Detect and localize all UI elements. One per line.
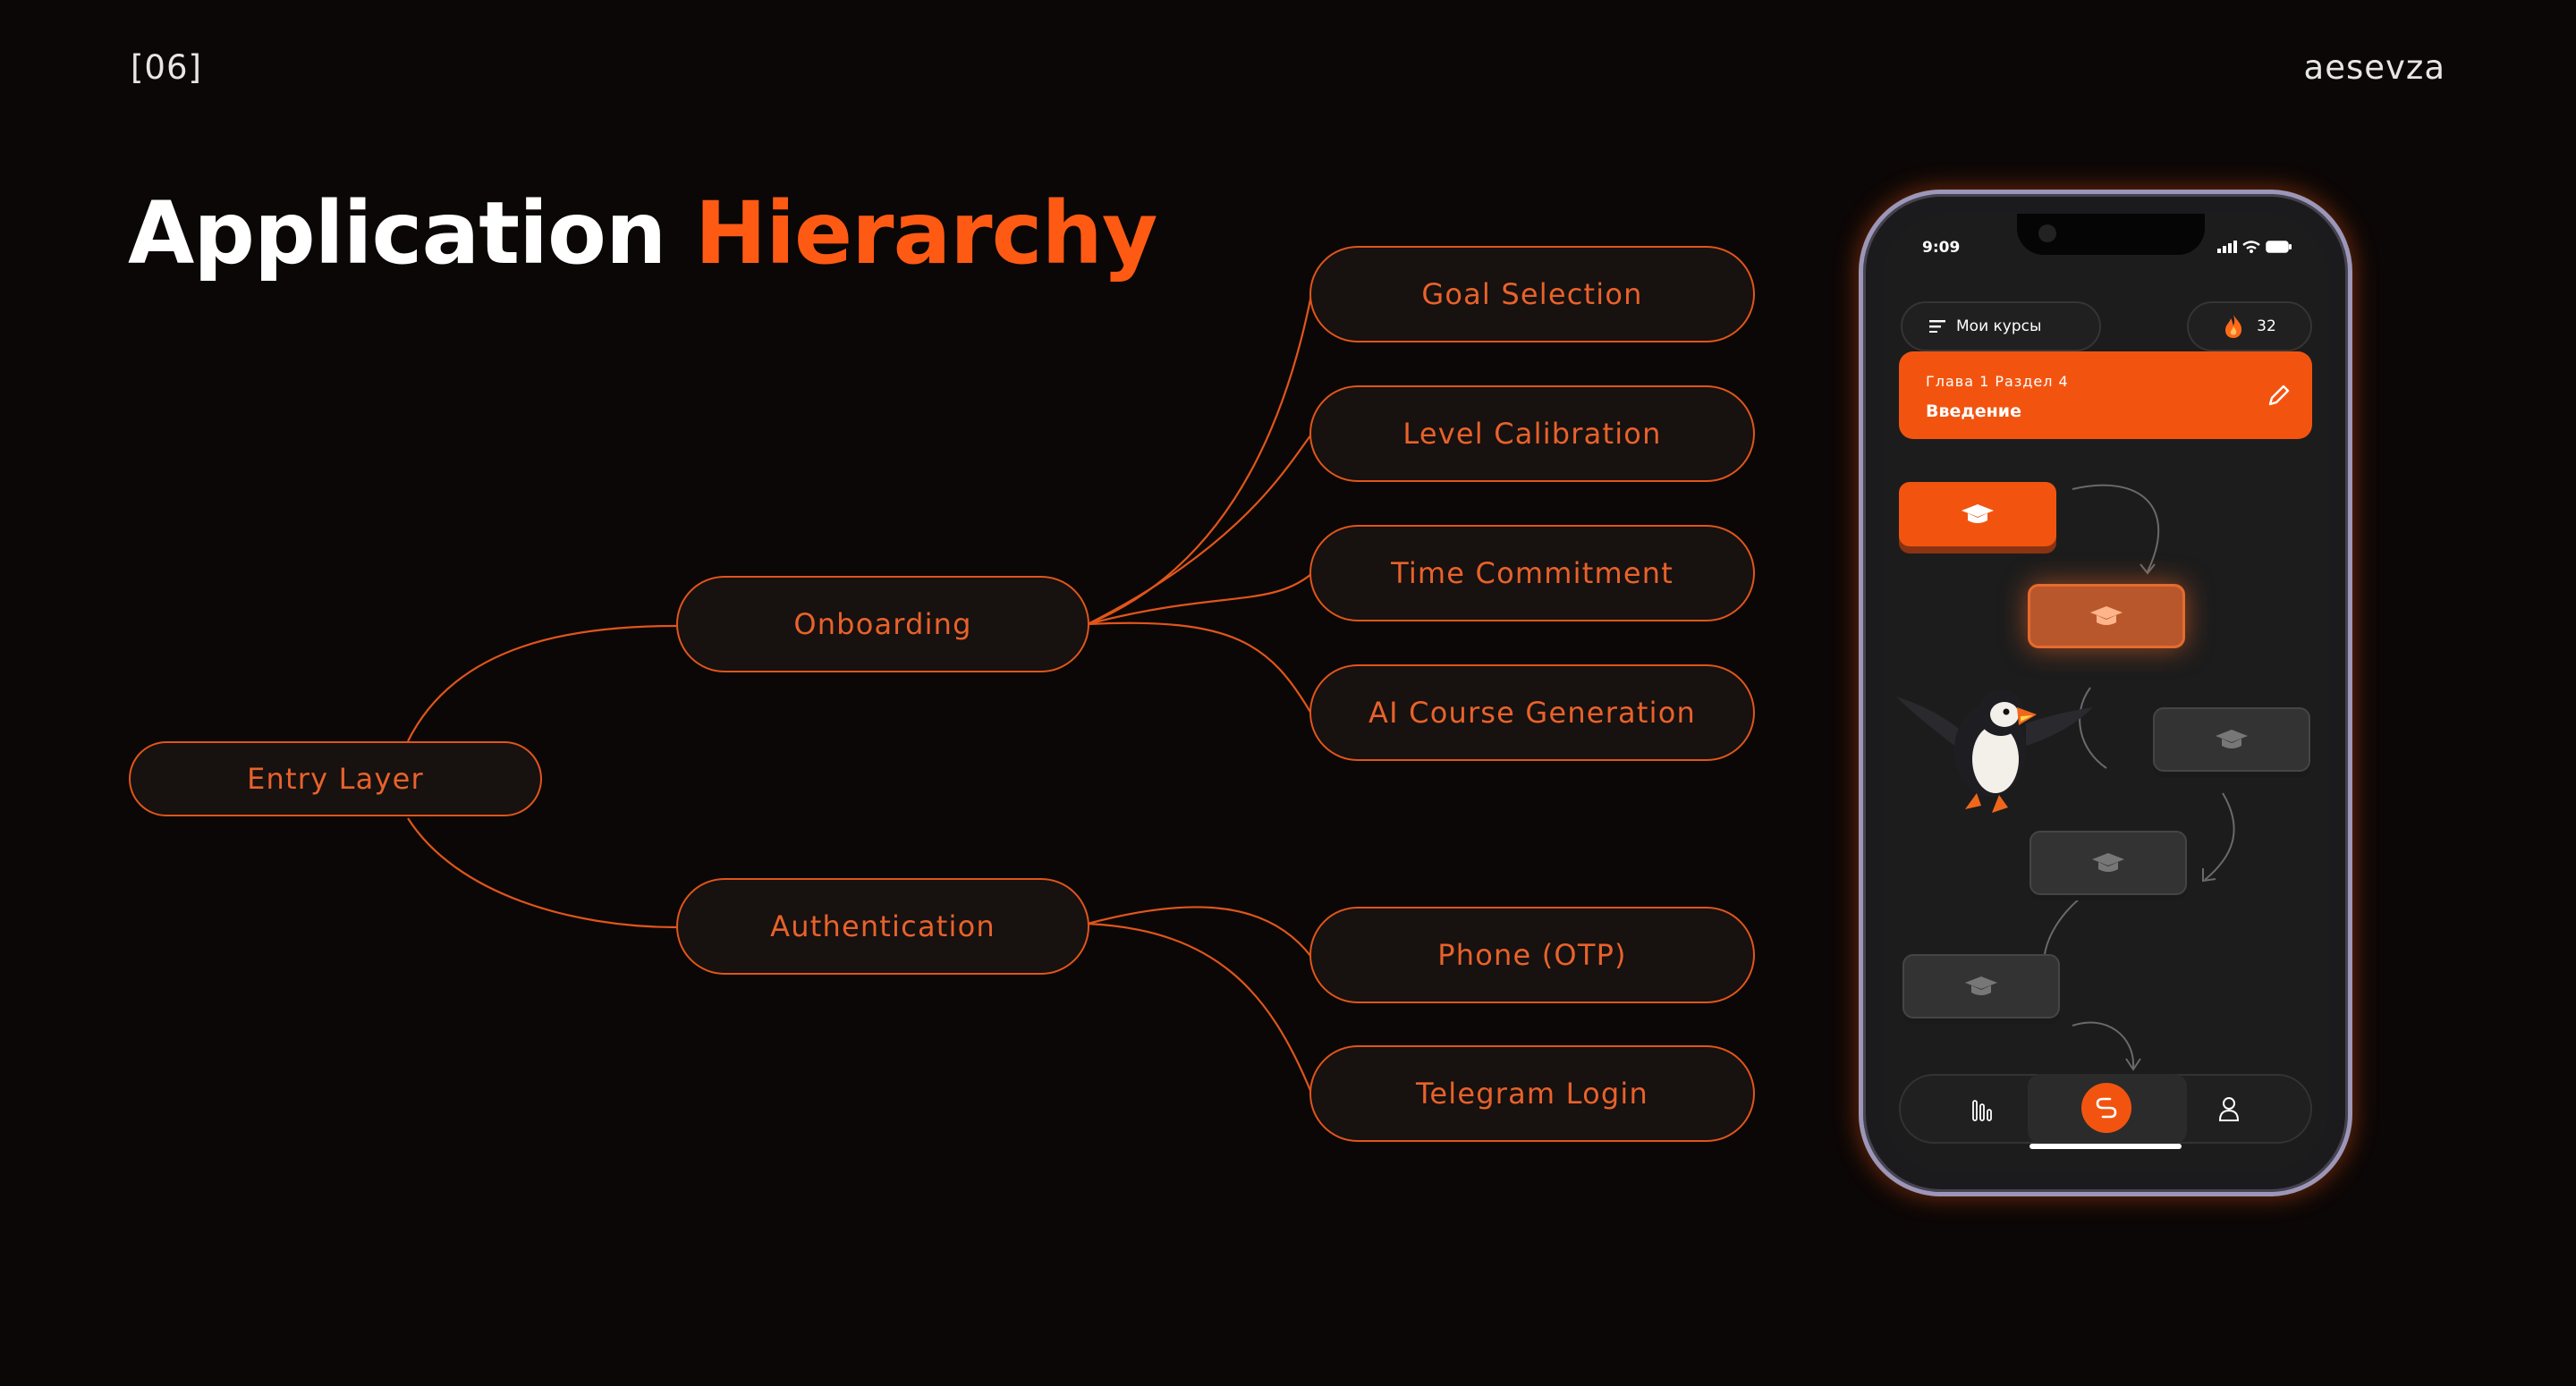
path-node-locked[interactable]: [2153, 707, 2310, 772]
path-icon: [2096, 1097, 2117, 1119]
page-title: Application Hierarchy: [128, 183, 1157, 283]
my-courses-button[interactable]: Мои курсы: [1901, 301, 2101, 351]
stats-icon[interactable]: [1972, 1097, 1996, 1122]
graduation-cap-icon: [2216, 730, 2248, 748]
puffin-mascot-icon: [1896, 689, 2093, 813]
connector-onboarding-level: [1087, 434, 1312, 625]
flame-icon: [2225, 315, 2242, 338]
path-arrows: [2036, 484, 2235, 1071]
battery-icon: [2266, 241, 2292, 253]
connector-onboarding-goal: [1087, 294, 1313, 626]
bottom-tab-bar: [1899, 1074, 2312, 1144]
page-number: [06]: [131, 48, 202, 87]
streak-count: 32: [2257, 317, 2276, 335]
node-goal-selection: Goal Selection: [1309, 246, 1755, 342]
connector-onboarding-ai: [1087, 621, 1312, 714]
signal-icon: [2217, 241, 2237, 253]
node-authentication: Authentication: [676, 878, 1089, 975]
home-indicator: [2029, 1144, 2182, 1149]
node-onboarding: Onboarding: [676, 576, 1089, 672]
path-node-locked[interactable]: [1902, 954, 2060, 1018]
current-lesson-banner[interactable]: Глава 1 Раздел 4 Введение: [1899, 351, 2312, 439]
connector-auth-telegram: [1087, 922, 1313, 1094]
title-main: Application: [128, 183, 666, 283]
status-icons: [2217, 241, 2292, 253]
node-entry-layer: Entry Layer: [129, 741, 542, 816]
status-time: 9:09: [1922, 239, 1961, 257]
node-phone-otp: Phone (OTP): [1309, 907, 1755, 1003]
wifi-icon: [2242, 241, 2260, 253]
chapter-section-label: Глава 1 Раздел 4: [1926, 373, 2069, 390]
streak-badge[interactable]: 32: [2187, 301, 2312, 351]
connector-entry-onboarding: [407, 624, 677, 742]
graduation-cap-icon: [1962, 504, 1994, 523]
path-node-current[interactable]: [2028, 584, 2185, 648]
node-level-calibration: Level Calibration: [1309, 385, 1755, 482]
phone-mockup: 9:09 Мои курсы 32 Глава 1 Раздел 4 Введе…: [1859, 190, 2352, 1196]
lesson-title: Введение: [1926, 401, 2021, 421]
connector-entry-authentication: [407, 817, 677, 929]
node-telegram-login: Telegram Login: [1309, 1045, 1755, 1142]
title-accent: Hierarchy: [694, 183, 1158, 283]
graduation-cap-icon: [2092, 853, 2124, 872]
path-tab-button[interactable]: [2081, 1083, 2131, 1133]
node-ai-course-generation: AI Course Generation: [1309, 664, 1755, 761]
graduation-cap-icon: [2090, 606, 2123, 625]
pencil-icon[interactable]: [2266, 382, 2292, 409]
path-node-locked[interactable]: [2029, 831, 2187, 895]
node-time-commitment: Time Commitment: [1309, 525, 1755, 621]
my-courses-label: Мои курсы: [1956, 317, 2042, 335]
connector-onboarding-time: [1087, 573, 1312, 626]
phone-screen: 9:09 Мои курсы 32 Глава 1 Раздел 4 Введе…: [1883, 214, 2328, 1172]
connector-auth-phone: [1087, 906, 1312, 958]
phone-notch: [2017, 214, 2205, 255]
profile-icon[interactable]: [2217, 1095, 2241, 1122]
graduation-cap-icon: [1965, 976, 1997, 995]
author-name: aesevza: [2303, 48, 2445, 87]
path-node-completed[interactable]: [1899, 482, 2056, 546]
menu-icon: [1929, 320, 1945, 333]
